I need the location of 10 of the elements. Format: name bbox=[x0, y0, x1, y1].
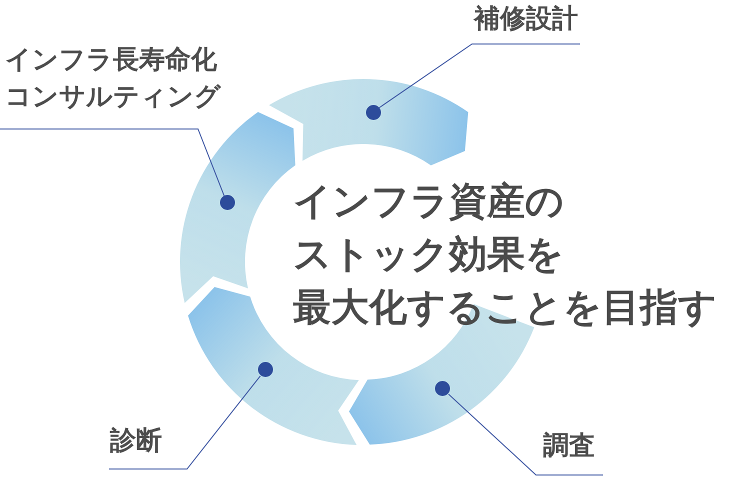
leader-line bbox=[378, 44, 580, 108]
leader-line bbox=[0, 128, 225, 197]
step-label: 補修設計 bbox=[472, 4, 580, 44]
step-label: インフラ長寿命化コンサルティング bbox=[0, 42, 232, 129]
step-label: 調査 bbox=[536, 431, 603, 475]
cycle-arrow bbox=[268, 79, 468, 166]
leader-line bbox=[448, 394, 604, 476]
step-label: 診断 bbox=[109, 426, 187, 469]
main-heading: インフラ資産のストック効果を最大化することを目指す bbox=[293, 178, 718, 331]
leader-line bbox=[108, 375, 261, 470]
